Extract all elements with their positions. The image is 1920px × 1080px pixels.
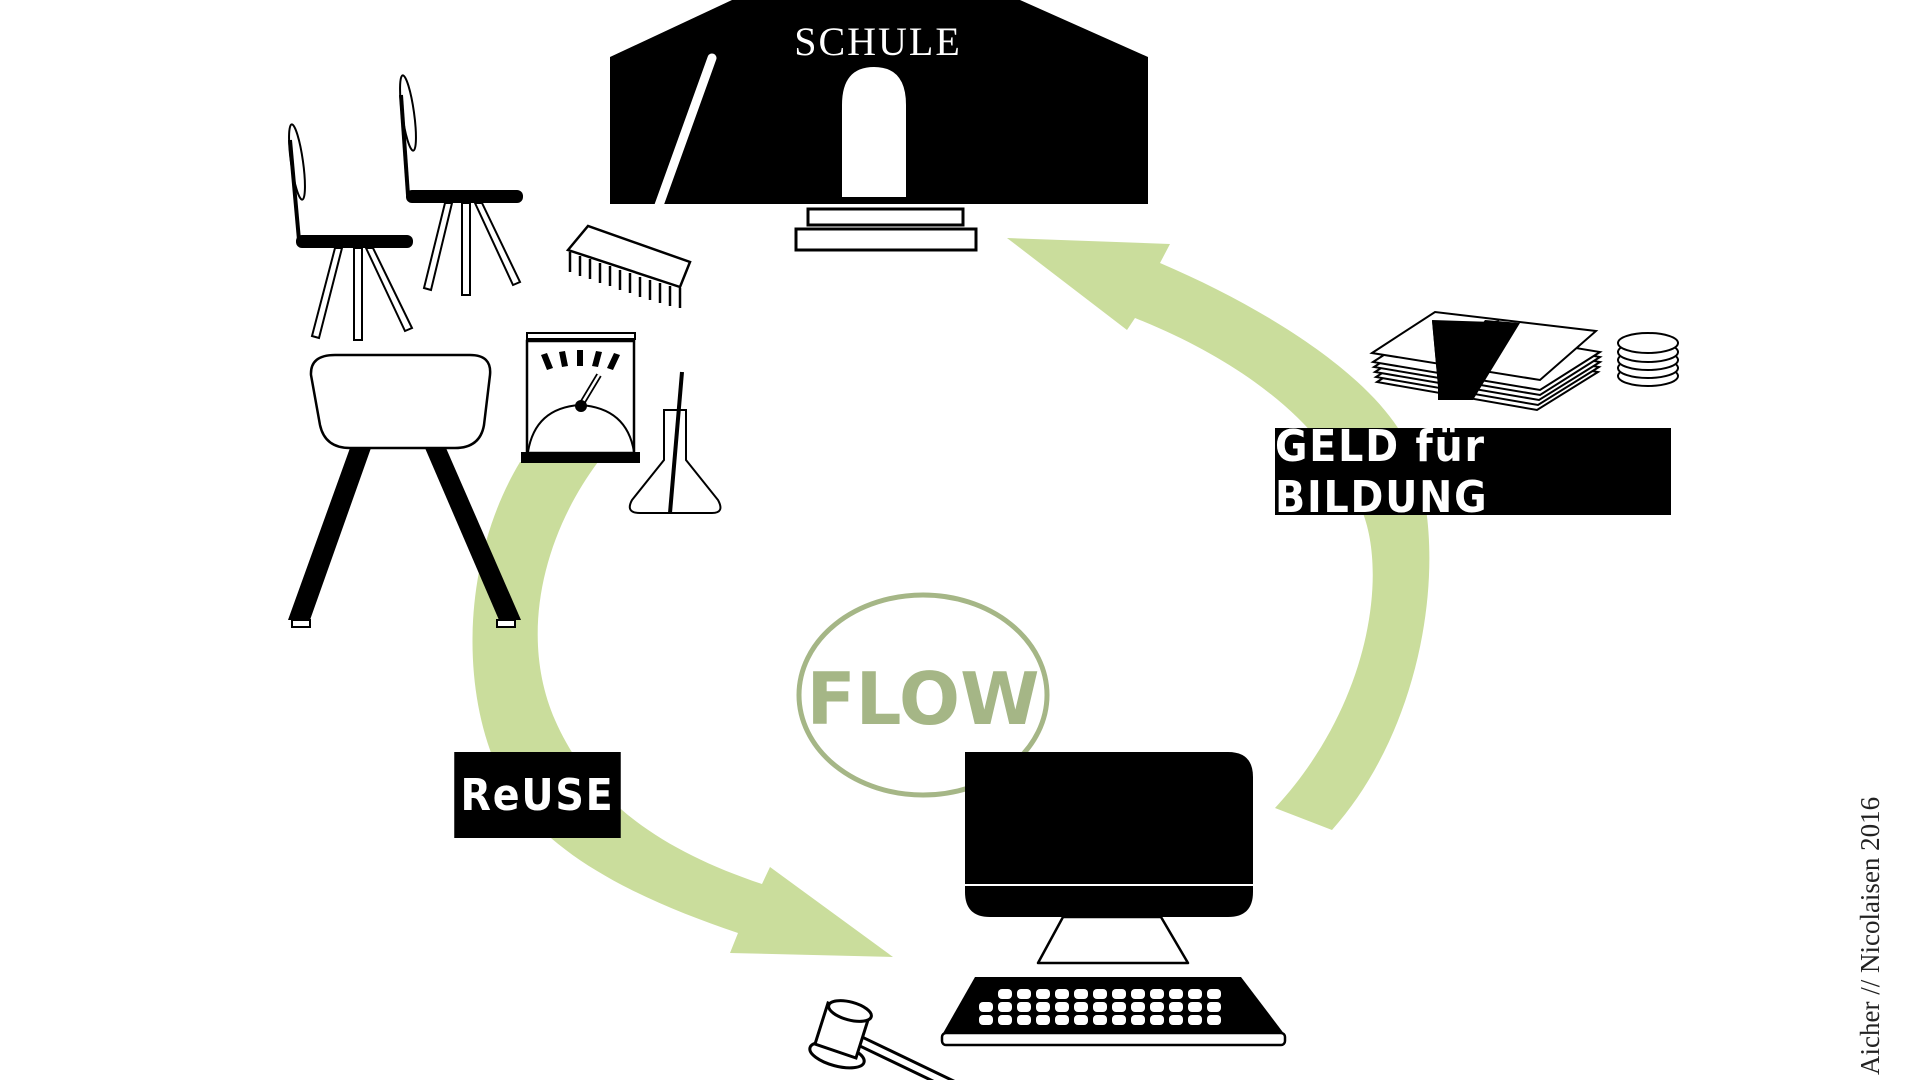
keyboard-key (1131, 1002, 1145, 1012)
keyboard-key (1169, 1002, 1183, 1012)
money-stack-icon (1369, 310, 1603, 412)
broom-icon (565, 53, 717, 308)
keyboard-key (1055, 1015, 1069, 1025)
keyboard-key (1150, 1015, 1164, 1025)
credit-text: Aicher // Nicolaisen 2016 (1855, 796, 1885, 1075)
chair-icon (399, 74, 523, 296)
coins-icon (1617, 332, 1679, 387)
flow-badge: FLOW (796, 592, 1050, 798)
keyboard-key (1188, 1002, 1202, 1012)
keyboard-key (998, 989, 1012, 999)
keyboard-key (1074, 1015, 1088, 1025)
keyboard-key (1207, 989, 1221, 999)
keyboard-key (1055, 1002, 1069, 1012)
keyboard-key (1036, 1002, 1050, 1012)
keyboard-key (1112, 1015, 1126, 1025)
keyboard-key (1017, 1015, 1031, 1025)
keyboard-icon (940, 977, 1287, 1047)
reuse-label: ReUSE (454, 752, 621, 838)
money-for-education-label: GELD für BILDUNG (1275, 421, 1671, 523)
computer-monitor-icon (965, 752, 1253, 965)
keyboard-key (1112, 1002, 1126, 1012)
meter-icon (521, 332, 640, 463)
keyboard-key (1093, 1015, 1107, 1025)
chair-icon (288, 123, 414, 341)
keyboard-key (1207, 1002, 1221, 1012)
pommel-horse-icon (288, 353, 521, 628)
keyboard-key (1131, 989, 1145, 999)
arrow-right-to-school (1007, 238, 1430, 830)
keyboard-key (1074, 1002, 1088, 1012)
keyboard-key (1112, 989, 1126, 999)
keyboard-key (1074, 989, 1088, 999)
keyboard-key (1131, 1015, 1145, 1025)
keyboard-key (1188, 1015, 1202, 1025)
keyboard-key (979, 1015, 993, 1025)
keyboard-key (1150, 989, 1164, 999)
keyboard-key (1169, 1015, 1183, 1025)
flow-label: FLOW (806, 657, 1039, 741)
keyboard-key (1017, 1002, 1031, 1012)
keyboard-key (1036, 989, 1050, 999)
keyboard-key (1093, 1002, 1107, 1012)
keyboard-key (1036, 1015, 1050, 1025)
flask-icon (628, 371, 722, 514)
school-building-icon: SCHULE (610, 0, 1148, 252)
keyboard-key (1207, 1015, 1221, 1025)
keyboard-key (1055, 989, 1069, 999)
door (842, 67, 906, 197)
keyboard-key (998, 1002, 1012, 1012)
keyboard-key (998, 1015, 1012, 1025)
keyboard-key (1169, 989, 1183, 999)
keyboard-key (1017, 989, 1031, 999)
keyboard-key (1093, 989, 1107, 999)
keyboard-key (1150, 1002, 1164, 1012)
school-title: SCHULE (794, 19, 962, 64)
keyboard-key (1188, 989, 1202, 999)
keyboard-key (979, 1002, 993, 1012)
gavel-icon (808, 999, 956, 1080)
